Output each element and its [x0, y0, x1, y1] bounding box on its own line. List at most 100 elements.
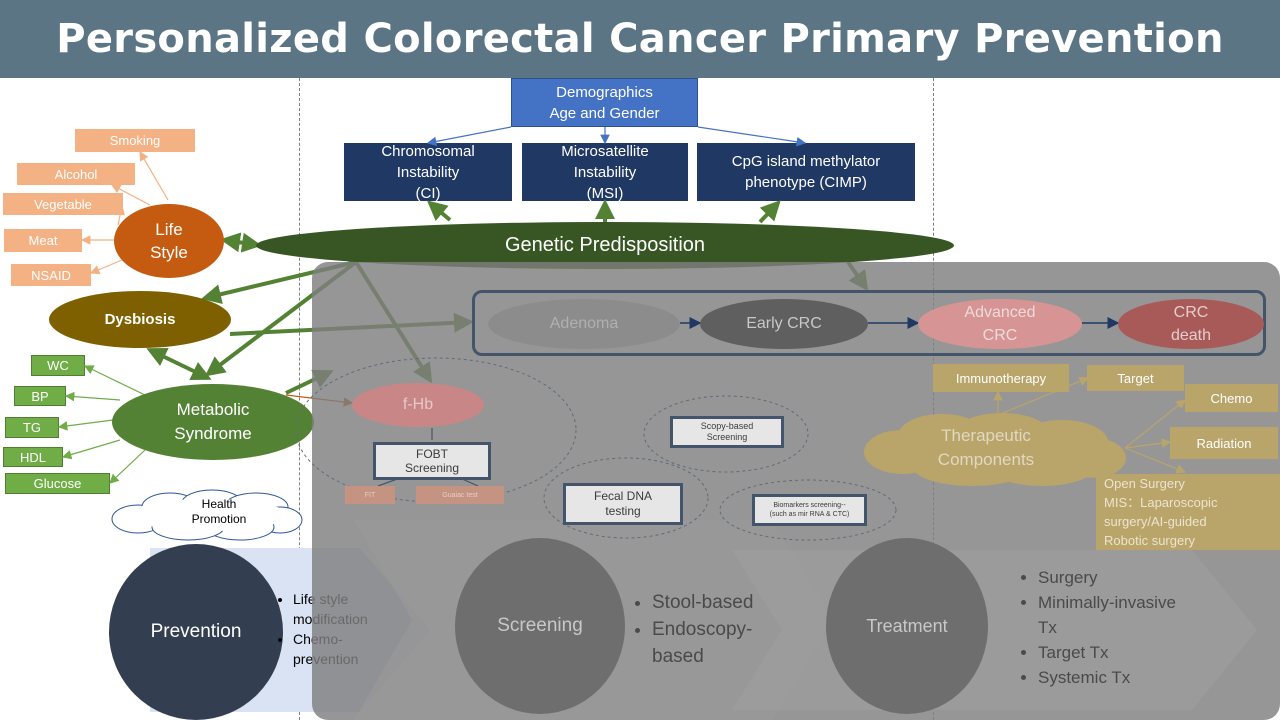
screening-circle: Screening	[455, 538, 625, 714]
surgery-line: surgery/AI-guided	[1104, 514, 1207, 529]
fhb-label: f-Hb	[402, 396, 434, 413]
fobt-screening-box: FOBT Screening	[373, 442, 491, 480]
treatment-bullet: Surgery	[1038, 565, 1182, 590]
divider-left	[299, 78, 300, 720]
fhb-node: f-Hb	[352, 383, 484, 427]
metabolic-factor: WC	[31, 355, 85, 376]
early-crc-label: Early CRC	[746, 315, 822, 332]
screening-bullets: Stool-based Endoscopy-based	[636, 589, 796, 670]
radiation-box: Radiation	[1170, 427, 1278, 459]
cimp-line2: phenotype (CIMP)	[745, 174, 867, 191]
treatment-bullet: Target Tx	[1038, 640, 1182, 665]
page-title: Personalized Colorectal Cancer Primary P…	[56, 16, 1224, 62]
metabolic-factor: HDL	[3, 447, 63, 467]
advanced-crc-line2: CRC	[982, 327, 1018, 344]
lifestyle-factor: Vegetable	[3, 193, 123, 215]
advanced-crc-line1: Advanced	[964, 304, 1036, 321]
screening-stage-label: Screening	[497, 615, 583, 636]
lifestyle-line1: Life	[155, 220, 183, 239]
health-promotion-label: Health Promotion	[160, 497, 278, 527]
msi-line1: Microsatellite	[561, 142, 649, 160]
metabolic-line1: Metabolic	[176, 400, 250, 419]
metabolic-syndrome-ellipse: Metabolic Syndrome	[112, 384, 314, 460]
health-promotion-cloud	[111, 489, 303, 541]
demographics-line1: Demographics	[556, 84, 653, 101]
ci-line3: (CI)	[415, 184, 441, 202]
surgery-line: Open Surgery	[1104, 476, 1185, 491]
surgery-box: Open Surgery MIS：Laparoscopic surgery/AI…	[1096, 474, 1280, 550]
title-bar	[0, 0, 1280, 78]
guaiac-label: Guaiac test	[442, 491, 478, 499]
metabolic-line2: Syndrome	[174, 424, 252, 443]
fecal-dna-line1: Fecal DNA	[593, 489, 652, 503]
therapeutic-line1: Therapeutic	[941, 426, 1031, 445]
prevention-circle: Prevention	[109, 544, 283, 720]
lifestyle-factor: Alcohol	[17, 163, 135, 185]
treatment-circle: Treatment	[826, 538, 988, 714]
ci-box: Chromosomal Instability (CI)	[344, 142, 512, 202]
treatment-bullet: Minimally-invasive Tx	[1038, 590, 1182, 640]
fit-box: FIT	[345, 486, 395, 504]
chemo-box: Chemo	[1185, 384, 1278, 412]
demographics-box: Demographics Age and Gender	[511, 78, 698, 127]
fecal-dna-line2: testing	[605, 504, 641, 518]
genetic-label: Genetic Predisposition	[504, 234, 706, 256]
surgery-line: MIS：Laparoscopic	[1104, 495, 1218, 510]
therapeutic-cloud	[864, 413, 1126, 486]
treatment-bullets: Surgery Minimally-invasive Tx Target Tx …	[1022, 565, 1182, 690]
lifestyle-line2: Style	[150, 243, 188, 262]
screening-bullet: Endoscopy-based	[652, 616, 796, 670]
health-promotion-line2: Promotion	[191, 512, 247, 526]
immunotherapy-box: Immunotherapy	[933, 364, 1069, 392]
prevention-label: Prevention	[150, 621, 242, 642]
lifestyle-factor: Meat	[4, 229, 82, 252]
genetic-predisposition-ellipse: Genetic Predisposition	[256, 222, 954, 269]
dysbiosis-ellipse: Dysbiosis	[49, 291, 231, 348]
msi-box: Microsatellite Instability (MSI)	[522, 142, 688, 202]
early-crc-node: Early CRC	[700, 299, 868, 349]
lifestyle-arrows	[80, 150, 169, 275]
target-box: Target	[1087, 365, 1184, 391]
scopy-line1: Scopy-based	[700, 421, 754, 431]
crc-death-line2: death	[1170, 327, 1212, 344]
cimp-box: CpG island methylator phenotype (CIMP)	[697, 143, 915, 201]
lifestyle-factor: NSAID	[11, 264, 91, 286]
therapeutic-label: Therapeutic Components	[900, 424, 1072, 472]
guaiac-box: Guaiac test	[416, 486, 504, 504]
treatment-stage-label: Treatment	[866, 615, 948, 636]
scopy-box: Scopy-based Screening	[670, 416, 784, 448]
treatment-bullet: Systemic Tx	[1038, 665, 1182, 690]
metabolic-arrows	[57, 365, 146, 484]
ci-line1: Chromosomal	[381, 142, 475, 160]
lifestyle-factor: Smoking	[75, 129, 195, 152]
msi-line2: Instability	[573, 163, 637, 181]
adenoma-node: Adenoma	[488, 299, 680, 349]
fobt-line2: Screening	[404, 461, 460, 475]
fit-label: FIT	[364, 491, 376, 499]
biomarker-cloud	[719, 479, 897, 541]
biomarkers-line1: Biomarkers screening--	[773, 502, 846, 509]
therapeutic-connectors	[993, 376, 1187, 474]
cimp-line1: CpG island methylator	[731, 153, 881, 170]
progression-container	[472, 290, 1266, 356]
fecal-dna-cloud	[543, 457, 709, 539]
demographics-arrows	[426, 126, 807, 147]
therapeutic-line2: Components	[937, 450, 1035, 469]
biomarkers-line2: (such as mir RNA & CTC)	[769, 511, 850, 518]
surgery-line: Robotic surgery	[1104, 533, 1196, 548]
demographics-line2: Age and Gender	[549, 105, 660, 122]
biomarkers-box: Biomarkers screening-- (such as mir RNA …	[752, 494, 867, 526]
msi-line3: (MSI)	[586, 184, 624, 202]
screening-bullet: Stool-based	[652, 589, 796, 616]
progression-arrows	[680, 317, 1120, 329]
advanced-crc-node: Advanced CRC	[918, 299, 1082, 349]
scopy-line2: Screening	[706, 432, 748, 442]
adenoma-label: Adenoma	[549, 315, 619, 332]
crc-death-line1: CRC	[1173, 304, 1209, 321]
crc-death-node: CRC death	[1118, 299, 1264, 349]
fecal-dna-box: Fecal DNA testing	[563, 483, 683, 525]
metabolic-factor: Glucose	[5, 473, 110, 494]
fobt-line1: FOBT	[416, 447, 448, 461]
lifestyle-ellipse: Life Style	[114, 204, 224, 278]
dysbiosis-label: Dysbiosis	[104, 311, 176, 328]
